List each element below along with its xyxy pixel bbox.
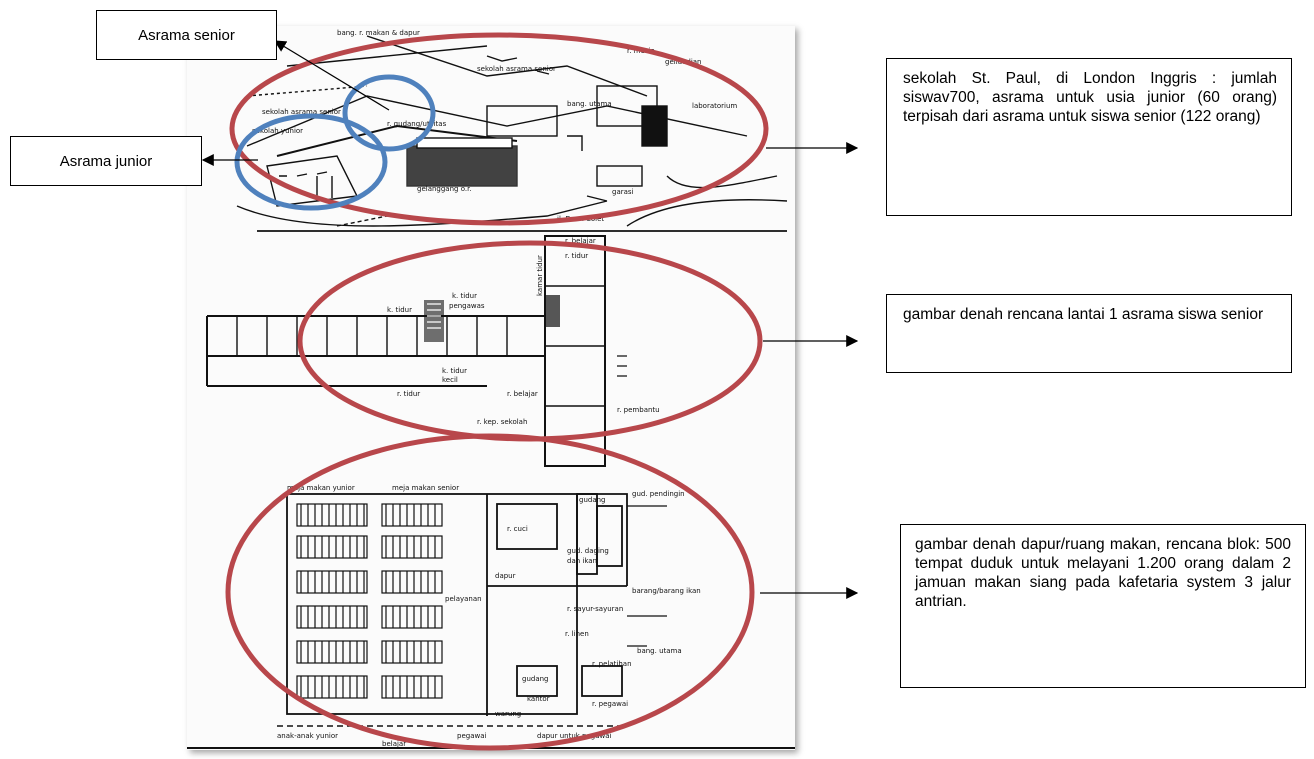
svg-text:warung: warung <box>495 710 521 718</box>
senior-dorm-ellipse <box>342 74 436 152</box>
asrama-junior-text: Asrama junior <box>59 152 153 170</box>
dining-table <box>296 640 368 664</box>
svg-text:r. pegawai: r. pegawai <box>592 700 628 708</box>
svg-text:meja makan yunior: meja makan yunior <box>287 484 355 492</box>
svg-text:kecil: kecil <box>442 376 458 384</box>
svg-text:laboratorium: laboratorium <box>692 102 737 110</box>
arrow-to-asrama-senior <box>273 40 390 111</box>
dining-table <box>381 535 443 559</box>
note-kitchen-plan: gambar denah dapur/ruang makan, rencana … <box>900 524 1306 688</box>
svg-text:k. tidur: k. tidur <box>387 306 412 314</box>
svg-text:belajar: belajar <box>382 740 406 748</box>
dining-table <box>296 605 368 629</box>
svg-text:dan ikan: dan ikan <box>567 557 597 565</box>
svg-text:gelanggang o.r.: gelanggang o.r. <box>417 185 472 193</box>
svg-text:sekolah yunior: sekolah yunior <box>252 127 303 135</box>
note-floor-plan-text: gambar denah rencana lantai 1 asrama sis… <box>903 306 1264 323</box>
svg-text:gudang: gudang <box>579 496 606 504</box>
svg-text:anak-anak yunior: anak-anak yunior <box>277 732 338 740</box>
svg-text:r. tidur: r. tidur <box>565 252 588 260</box>
asrama-junior-label: Asrama junior <box>10 136 202 186</box>
floor-plan-highlight-ellipse <box>297 240 763 442</box>
dining-table <box>296 503 368 527</box>
site-perspective-drawing <box>236 35 788 232</box>
svg-text:meja makan senior: meja makan senior <box>392 484 459 492</box>
dining-table <box>381 570 443 594</box>
dining-table <box>296 675 368 699</box>
dining-table <box>381 605 443 629</box>
svg-text:kantor: kantor <box>527 695 550 703</box>
kitchen-plan-drawing <box>286 493 667 716</box>
svg-text:r. linen: r. linen <box>565 630 589 638</box>
site-highlight-ellipse <box>229 32 769 226</box>
svg-text:bang. utama: bang. utama <box>567 100 612 108</box>
dining-table <box>296 570 368 594</box>
floor-plan-drawing <box>206 235 627 467</box>
svg-text:gud. pendingin: gud. pendingin <box>632 490 685 498</box>
svg-text:pegawai: pegawai <box>457 732 486 740</box>
dining-table <box>381 503 443 527</box>
svg-text:bang. r. makan & dapur: bang. r. makan & dapur <box>337 29 420 37</box>
junior-dorm-ellipse <box>234 113 388 211</box>
svg-text:dapur: dapur <box>495 572 516 580</box>
asrama-senior-label: Asrama senior <box>96 10 277 60</box>
kitchen-highlight-ellipse <box>225 433 755 751</box>
note-st-paul: sekolah St. Paul, di London Inggris : ju… <box>886 58 1292 216</box>
svg-text:garasi: garasi <box>612 188 634 196</box>
svg-text:gud. daging: gud. daging <box>567 547 609 555</box>
svg-text:pengawas: pengawas <box>449 302 485 310</box>
asrama-senior-text: Asrama senior <box>138 26 235 44</box>
kitchen-plan-labels: meja makan yunior meja makan senior guda… <box>277 484 701 748</box>
note-kitchen-plan-text: gambar denah dapur/ruang makan, rencana … <box>915 536 1291 610</box>
dining-table <box>296 535 368 559</box>
svg-text:r. pelatihan: r. pelatihan <box>592 660 632 668</box>
svg-text:r. tidur: r. tidur <box>397 390 420 398</box>
svg-text:r. cuci: r. cuci <box>507 525 528 533</box>
svg-text:dapur untuk pegawai: dapur untuk pegawai <box>537 732 612 740</box>
svg-text:bang. utama: bang. utama <box>637 647 682 655</box>
svg-text:kamar tidur: kamar tidur <box>536 255 544 296</box>
floor-plan-labels: r. belajar r. tidur kamar tidur k. tidur… <box>387 237 660 426</box>
svg-text:k. tidur: k. tidur <box>442 367 467 375</box>
svg-text:sekolah asrama senior: sekolah asrama senior <box>262 108 341 116</box>
svg-text:r. sayur-sayuran: r. sayur-sayuran <box>567 605 623 613</box>
dining-table <box>381 675 443 699</box>
svg-text:k. tidur: k. tidur <box>452 292 477 300</box>
svg-text:r. belajar: r. belajar <box>507 390 538 398</box>
svg-text:sekolah asrama senior: sekolah asrama senior <box>477 65 556 73</box>
svg-text:barang/barang ikan: barang/barang ikan <box>632 587 701 595</box>
svg-text:r. kep. sekolah: r. kep. sekolah <box>477 418 527 426</box>
dining-table <box>381 640 443 664</box>
note-floor-plan: gambar denah rencana lantai 1 asrama sis… <box>886 294 1292 373</box>
note-st-paul-text: sekolah St. Paul, di London Inggris : ju… <box>903 70 1277 125</box>
svg-text:r. pembantu: r. pembantu <box>617 406 660 414</box>
svg-text:r. gudang/utilitas: r. gudang/utilitas <box>387 120 447 128</box>
svg-text:gudang: gudang <box>522 675 549 683</box>
svg-text:pelayanan: pelayanan <box>445 595 482 603</box>
svg-text:r. belajar: r. belajar <box>565 237 596 245</box>
scanned-plan-sheet: bang. r. makan & dapur sekolah asrama se… <box>187 26 795 750</box>
